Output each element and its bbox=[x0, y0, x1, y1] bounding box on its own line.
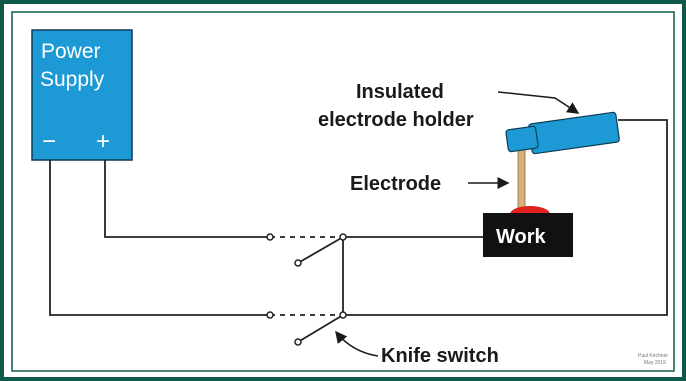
positive-wire bbox=[104, 160, 270, 238]
holder-label-line2: electrode holder bbox=[318, 109, 474, 131]
power-supply-label-line1: Power bbox=[41, 40, 101, 63]
contact-lower-right bbox=[339, 311, 347, 319]
work-piece: Work bbox=[483, 206, 573, 257]
positive-terminal-label: + bbox=[96, 128, 110, 155]
holder-wire bbox=[343, 119, 668, 316]
holder-label-line1: Insulated bbox=[356, 81, 444, 103]
circuit-wires bbox=[49, 119, 668, 343]
upper-knife-blade bbox=[297, 236, 344, 264]
work-label: Work bbox=[496, 226, 547, 248]
power-supply: Power Supply − + bbox=[31, 29, 133, 161]
electrode-label: Electrode bbox=[350, 173, 441, 195]
power-supply-label-line2: Supply bbox=[40, 68, 105, 91]
holder-arrow bbox=[497, 91, 580, 114]
work-block bbox=[483, 213, 573, 257]
credit-line1: Paul Kirchner bbox=[638, 353, 668, 359]
contact-upper-left bbox=[266, 233, 274, 241]
knife-switch-arrow bbox=[335, 330, 379, 357]
diagram-inner-border bbox=[11, 11, 675, 372]
negative-wire bbox=[49, 160, 270, 316]
electrode-holder bbox=[505, 111, 620, 155]
lower-knife-blade bbox=[297, 314, 344, 343]
knife-switch-label: Knife switch bbox=[381, 345, 499, 367]
credit-line2: May 2019 bbox=[644, 360, 666, 366]
contact-lower-left bbox=[266, 311, 274, 319]
holder-jaw bbox=[505, 125, 539, 153]
contact-upper-open bbox=[294, 259, 302, 267]
switch-contacts bbox=[266, 233, 347, 346]
negative-terminal-label: − bbox=[42, 128, 56, 155]
contact-upper-right bbox=[339, 233, 347, 241]
contact-lower-open bbox=[294, 338, 302, 346]
power-supply-box bbox=[31, 29, 133, 161]
